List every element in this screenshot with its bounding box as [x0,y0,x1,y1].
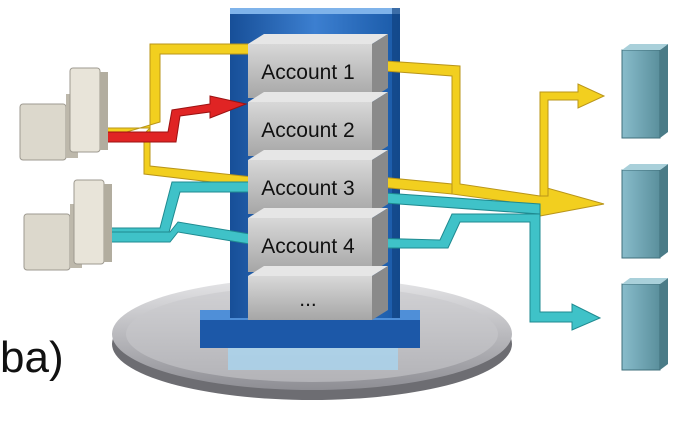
account-label-more: ... [299,288,317,311]
slide-caption: ba) [0,333,64,382]
server-2-icon [621,164,668,259]
account-label-1: Account 1 [261,61,354,84]
client-computer-1-icon [19,67,108,161]
account-box-2 [248,92,388,156]
flow-red [99,95,248,143]
account-label-2: Account 2 [261,119,354,142]
account-box-4 [248,208,388,272]
account-label-3: Account 3 [261,177,354,200]
account-box-more [248,266,388,320]
account-box-1 [248,34,388,98]
flow-yellow-right [369,59,606,217]
server-3-icon [621,278,668,371]
account-label-4: Account 4 [261,235,355,258]
server-1-icon [621,44,668,139]
client-computer-2-icon [23,179,112,271]
account-box-3 [248,150,388,214]
